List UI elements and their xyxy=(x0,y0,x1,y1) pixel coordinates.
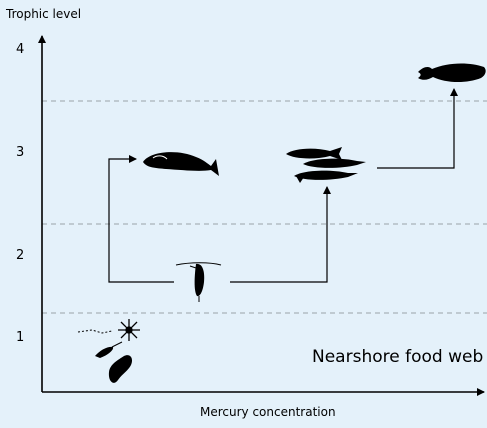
x-axis-title: Mercury concentration xyxy=(200,405,336,419)
copepod-icon xyxy=(176,263,221,302)
food-web-label: Nearshore food web xyxy=(312,347,483,367)
fish-1 xyxy=(286,147,342,160)
fish-school-icon xyxy=(286,147,366,183)
y-axis-title: Trophic level xyxy=(6,7,81,21)
y-tick-1: 1 xyxy=(16,330,24,345)
axes xyxy=(42,36,484,392)
seal-icon xyxy=(418,63,486,82)
diatom-chain xyxy=(78,330,112,333)
y-tick-2: 2 xyxy=(16,248,24,263)
plankton-cluster-icon xyxy=(78,319,140,383)
whale-icon xyxy=(143,152,219,176)
y-tick-3: 3 xyxy=(16,145,24,160)
arrow-copepod-to-whale xyxy=(109,159,174,282)
larva xyxy=(109,355,132,383)
radiolarian xyxy=(118,319,140,341)
fish-3 xyxy=(294,171,358,180)
arrow-copepod-to-fish xyxy=(230,187,327,282)
small-copepod xyxy=(95,342,122,358)
flow-arrows xyxy=(109,89,454,282)
y-tick-4: 4 xyxy=(16,42,24,57)
fish-2 xyxy=(303,159,366,168)
